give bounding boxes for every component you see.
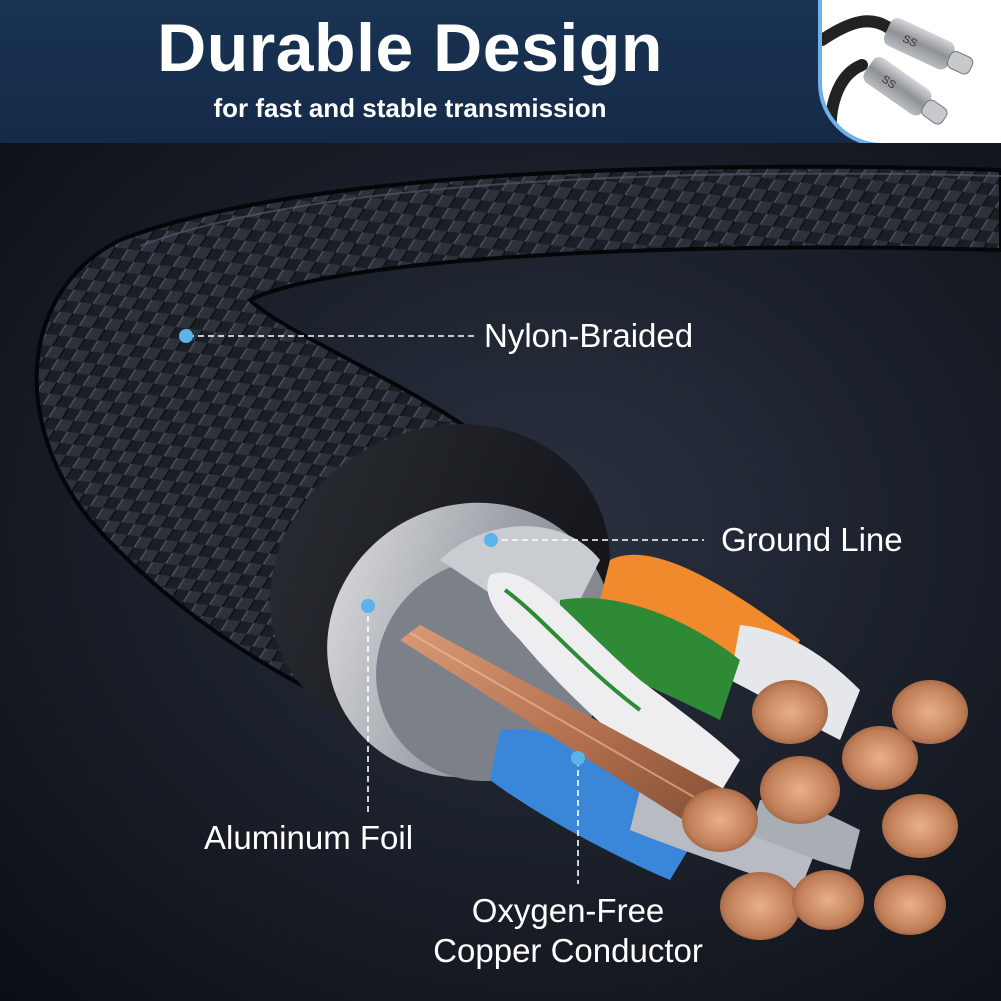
callout-copper-line2: Copper Conductor <box>433 932 703 969</box>
callout-nylon-braided: Nylon-Braided <box>484 317 694 354</box>
dot-marker-icon-3 <box>361 599 375 613</box>
page-subtitle: for fast and stable transmission <box>213 93 607 123</box>
callout-copper-line1: Oxygen-Free <box>471 892 665 929</box>
dot-marker-icon-2 <box>484 533 498 547</box>
usb-c-cable-icon: SS SS <box>822 15 974 143</box>
callout-aluminum-foil: Aluminum Foil <box>204 819 414 856</box>
dot-marker-icon-1 <box>179 329 193 343</box>
dot-marker-icon-4 <box>571 751 585 765</box>
ss-logo-text: SS <box>900 33 918 50</box>
product-thumbnail: SS SS <box>822 0 1001 143</box>
page-title: Durable Design <box>157 10 663 86</box>
cable-illustration <box>0 143 1001 1001</box>
callout-ground-line: Ground Line <box>721 521 903 558</box>
